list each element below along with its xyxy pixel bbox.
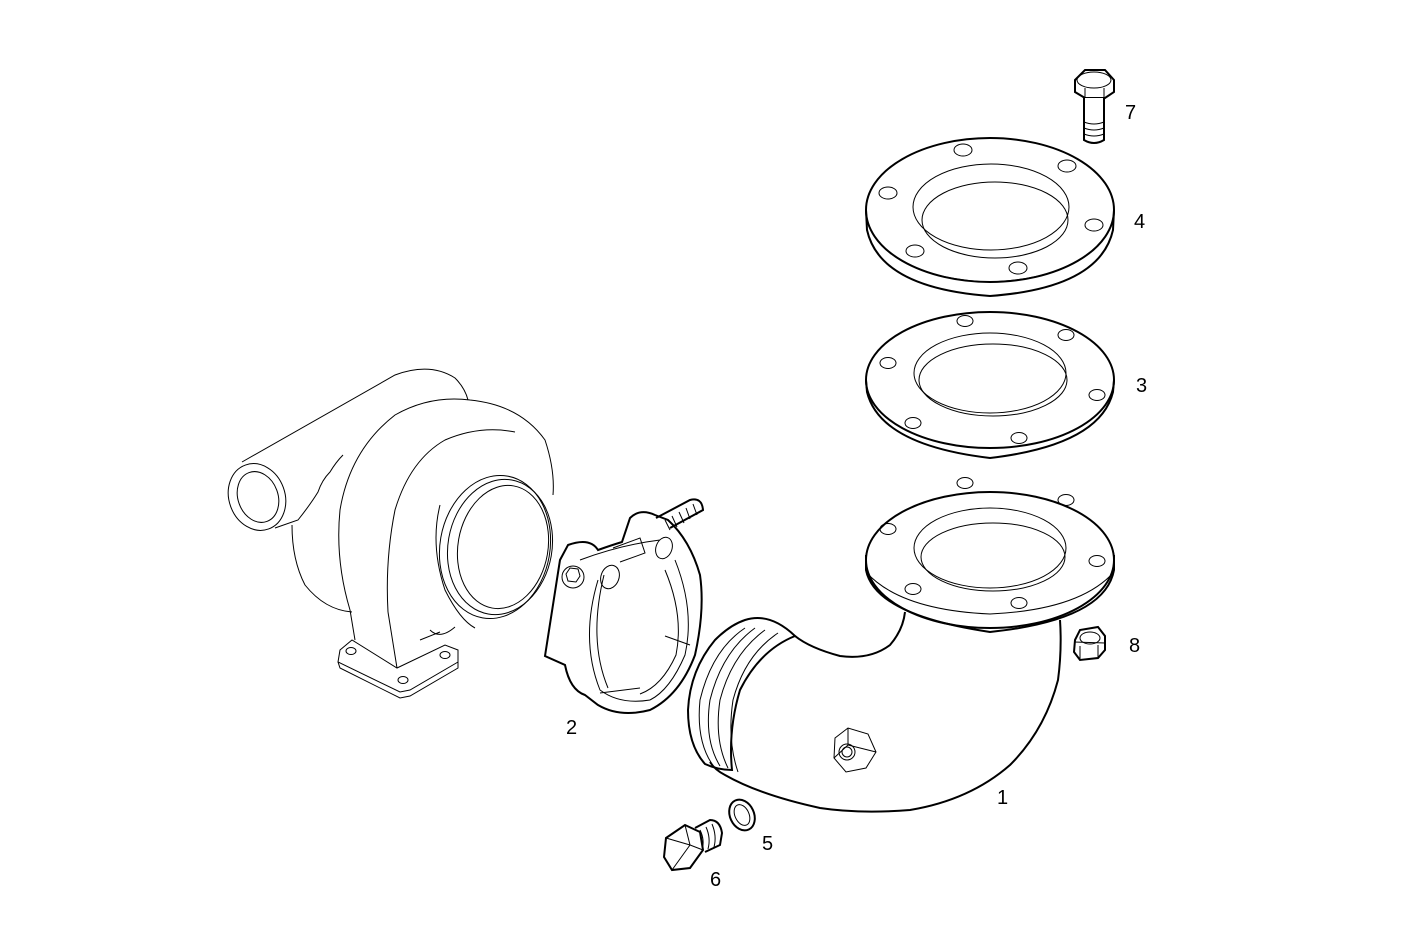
callout-6-plug-screw: 6 <box>710 869 722 891</box>
callout-3-gasket: 3 <box>1136 375 1148 397</box>
sealing-washer-drawing <box>728 798 756 832</box>
v-band-clamp-drawing <box>543 498 705 715</box>
callout-7-bolt: 7 <box>1125 102 1137 124</box>
callout-8-nut: 8 <box>1129 635 1141 657</box>
hex-nut-drawing <box>1072 625 1106 662</box>
callout-2-clamp: 2 <box>566 717 578 739</box>
callout-1-elbow: 1 <box>997 787 1009 809</box>
turbocharger-drawing <box>227 368 554 699</box>
gasket-drawing <box>865 311 1115 460</box>
flange-drawing <box>865 137 1115 298</box>
callout-5-washer: 5 <box>762 833 774 855</box>
plug-screw-drawing <box>662 818 724 872</box>
exhaust-elbow-drawing <box>686 477 1115 813</box>
callout-4-flange: 4 <box>1134 211 1146 233</box>
hex-bolt-drawing <box>1074 69 1115 144</box>
